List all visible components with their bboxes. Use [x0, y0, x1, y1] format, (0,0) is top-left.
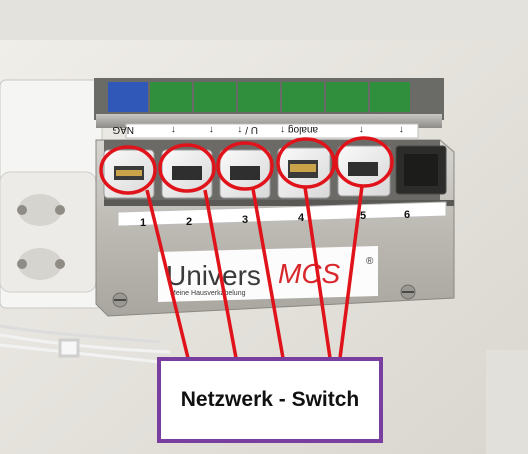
label-segment: ↑ — [171, 124, 176, 135]
port-number: 2 — [186, 216, 192, 228]
top-rail — [94, 78, 444, 128]
callout-box: Netzwerk - Switch — [157, 357, 383, 443]
cable-bundle — [0, 324, 171, 364]
highlight-circle — [158, 143, 216, 193]
module-green — [326, 82, 368, 112]
connector-line — [145, 189, 190, 359]
connector-line — [303, 186, 332, 359]
module-blue — [108, 82, 148, 112]
label-segment: U / ↑ — [237, 124, 258, 135]
brand-name-part2: MCS — [278, 258, 341, 289]
rj45-socket — [219, 149, 271, 199]
highlight-circle — [334, 136, 394, 188]
brand-tagline: Meine Hausverkabelung — [170, 290, 246, 297]
label-segment: analog ↑ — [280, 124, 318, 135]
module-green — [194, 82, 236, 112]
connector-line — [251, 188, 285, 359]
brand-trademark: ® — [366, 256, 374, 267]
connector-line — [338, 185, 364, 359]
connector-lines — [145, 185, 364, 359]
label-segment: ↑ — [359, 124, 364, 135]
port-number: 4 — [298, 212, 305, 224]
cabinet-top — [0, 0, 528, 40]
highlight-circles — [99, 136, 394, 195]
module-green — [282, 82, 324, 112]
module-green — [238, 82, 280, 112]
label-segment: ↑ — [209, 124, 214, 135]
cabinet-right-edge — [486, 350, 528, 454]
connector-line — [203, 189, 238, 359]
rj45-socket — [337, 145, 391, 197]
module-green — [150, 82, 192, 112]
screw — [112, 292, 128, 308]
port-number: 5 — [360, 210, 366, 222]
rj45-socket — [103, 149, 155, 199]
label-segment: NAG — [112, 124, 134, 135]
highlight-circle — [99, 145, 157, 195]
brand-name-part1: Univers — [166, 260, 261, 291]
highlight-circle — [216, 141, 274, 191]
top-label-strip: NAG ↑ ↑ U / ↑ analog ↑ ↑ ↑ — [112, 123, 419, 139]
label-segment: ↑ — [399, 124, 404, 135]
screw — [400, 284, 416, 300]
module-green — [370, 82, 410, 112]
power-strip — [0, 79, 103, 309]
port-number: 6 — [404, 209, 410, 221]
rj45-socket-empty — [395, 145, 447, 195]
port-number: 3 — [242, 214, 248, 226]
callout-label: Netzwerk - Switch — [180, 388, 360, 411]
port-number: 1 — [140, 217, 146, 229]
port-number-strip: 1 2 3 4 5 6 — [117, 201, 447, 229]
